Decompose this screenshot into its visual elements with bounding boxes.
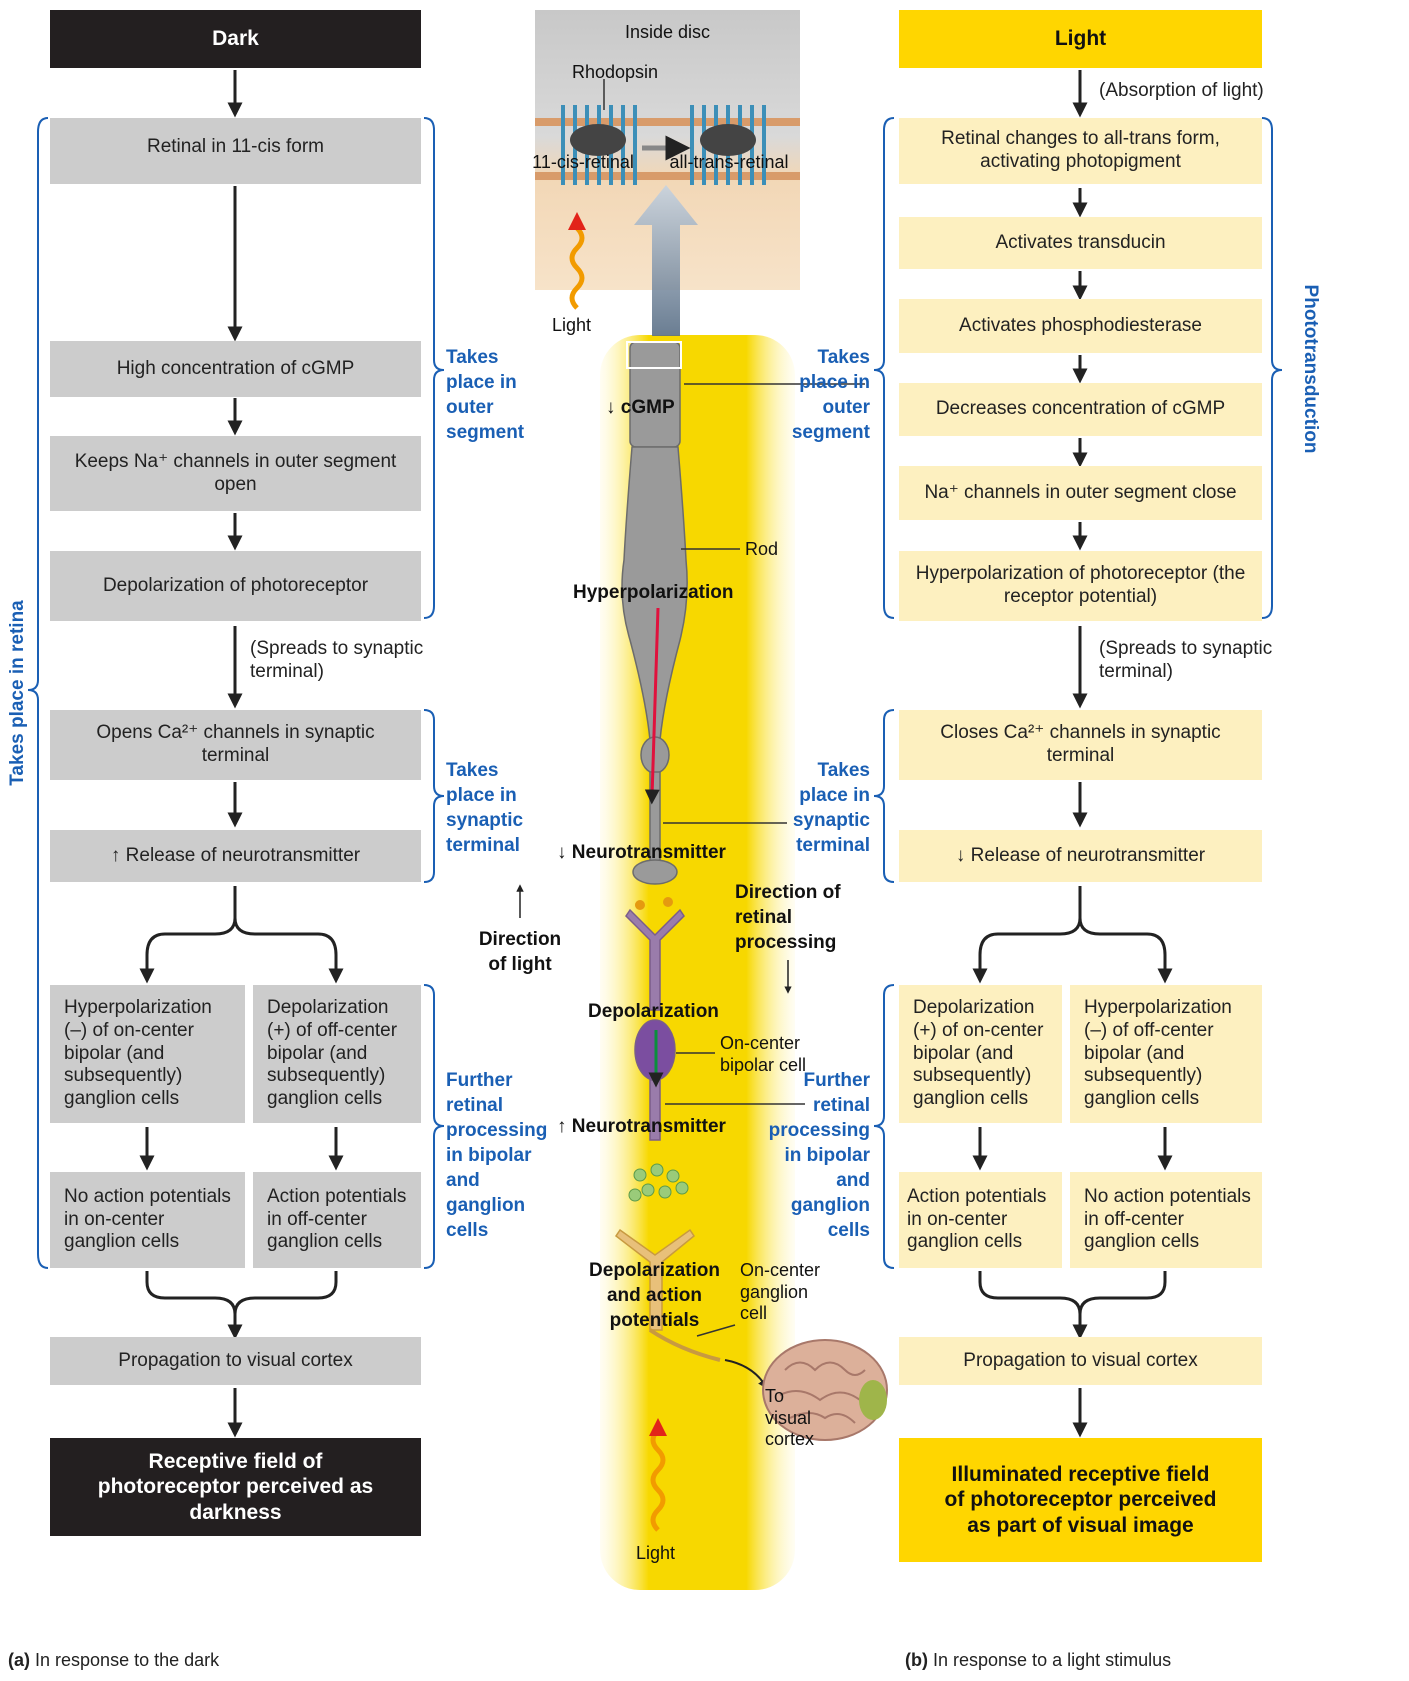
light-hyper-photoreceptor-box: Hyperpolarization of photoreceptor (the … bbox=[899, 551, 1262, 621]
neurotransmitter-up-label: ↑ Neurotransmitter bbox=[557, 1116, 726, 1137]
inside-disc-label: Inside disc bbox=[624, 22, 711, 42]
depolarization-label: Depolarization bbox=[588, 1001, 719, 1022]
dark-caption: (a) In response to the dark bbox=[8, 1650, 219, 1672]
light-ap-on-center-box: Action potentials in on-center ganglion … bbox=[899, 1172, 1062, 1268]
dark-release-nt-box: ↑ Release of neurotransmitter bbox=[50, 830, 421, 882]
light-caption: (b) In response to a light stimulus bbox=[905, 1650, 1171, 1672]
cis-retinal-label: 11-cis-retinal bbox=[532, 152, 634, 172]
light-na-close-box: Na⁺ channels in outer segment close bbox=[899, 466, 1262, 520]
dark-retinal-cis-text: Retinal in 11-cis form bbox=[146, 136, 325, 157]
direction-of-light-label: Direction of light bbox=[478, 929, 562, 975]
dark-depol-photoreceptor-box: Depolarization of photoreceptor bbox=[50, 551, 421, 621]
cgmp-label: ↓ cGMP bbox=[606, 397, 675, 418]
direction-of-processing-label: Direction of retinal processing bbox=[735, 882, 841, 953]
dark-header: Dark bbox=[50, 10, 421, 68]
right-further-processing-label: Further retinal processing in bipolar an… bbox=[768, 1070, 870, 1241]
light-spreads-label: (Spreads to synaptic terminal) bbox=[1099, 638, 1273, 682]
right-synaptic-terminal-label: Takes place in synaptic terminal bbox=[792, 760, 870, 856]
absorption-label: (Absorption of light) bbox=[1099, 80, 1264, 101]
light-depol-on-center-box: Depolarization (+) of on-center bipolar … bbox=[899, 985, 1062, 1123]
light-result-box: Illuminated receptive field of photorece… bbox=[899, 1438, 1262, 1562]
dark-caption-label: (a) bbox=[8, 1650, 30, 1670]
hyperpolarization-label: Hyperpolarization bbox=[573, 582, 734, 603]
left-outer-segment-label: Takes place in outer segment bbox=[446, 347, 525, 443]
rhodopsin-label: Rhodopsin bbox=[571, 62, 659, 82]
dark-depol-off-center-box: Depolarization (+) of off-center bipolar… bbox=[253, 985, 421, 1123]
depol-action-potentials-label: Depolarization and action potentials bbox=[589, 1260, 720, 1331]
trans-retinal-label: all-trans-retinal bbox=[669, 152, 789, 172]
brackets bbox=[27, 117, 1283, 1269]
rod-label: Rod bbox=[745, 539, 779, 559]
light-release-nt-box: ↓ Release of neurotransmitter bbox=[899, 830, 1262, 882]
dark-ap-off-center-box: Action potentials in off-center ganglion… bbox=[253, 1172, 421, 1268]
light-decrease-cgmp-box: Decreases concentration of cGMP bbox=[899, 383, 1262, 436]
dark-retinal-cis-box: Retinal in 11-cis form bbox=[50, 118, 421, 184]
phototransduction-label: Phototransduction bbox=[1300, 284, 1321, 454]
takes-place-in-retina-label: Takes place in retina bbox=[7, 600, 28, 786]
light-ca-close-box: Closes Ca²⁺ channels in synaptic termina… bbox=[899, 710, 1262, 780]
dark-spreads-label: (Spreads to synaptic terminal) bbox=[250, 638, 424, 682]
light-pde-box: Activates phosphodiesterase bbox=[899, 299, 1262, 353]
light-transducin-box: Activates transducin bbox=[899, 217, 1262, 269]
light-top-label: Light bbox=[552, 315, 592, 335]
neurotransmitter-down-label: ↓ Neurotransmitter bbox=[557, 842, 726, 863]
dark-na-open-box: Keeps Na⁺ channels in outer segment open bbox=[50, 436, 421, 511]
ganglion-cell bbox=[614, 1228, 721, 1362]
dark-propagation-box: Propagation to visual cortex bbox=[50, 1337, 421, 1385]
zoom-arrow bbox=[634, 185, 698, 336]
light-caption-label: (b) bbox=[905, 1650, 928, 1670]
right-outer-segment-label: Takes place in outer segment bbox=[791, 347, 870, 443]
dark-result-box: Receptive field of photoreceptor perceiv… bbox=[50, 1438, 421, 1536]
to-visual-cortex-label: To visual cortex bbox=[765, 1386, 815, 1450]
dark-high-cgmp-box: High concentration of cGMP bbox=[50, 341, 421, 397]
light-hyper-off-center-box: Hyperpolarization (–) of off-center bipo… bbox=[1070, 985, 1262, 1123]
on-center-ganglion-label: On-center ganglion cell bbox=[740, 1260, 821, 1324]
on-center-bipolar-label: On-center bipolar cell bbox=[720, 1033, 807, 1075]
left-further-processing-label: Further retinal processing in bipolar an… bbox=[446, 1070, 548, 1241]
light-caption-text: In response to a light stimulus bbox=[933, 1650, 1172, 1670]
light-no-ap-off-center-box: No action potentials in off-center gangl… bbox=[1070, 1172, 1262, 1268]
dark-ca-open-box: Opens Ca²⁺ channels in synaptic terminal bbox=[50, 710, 421, 780]
disc-marker-box bbox=[626, 341, 682, 369]
brain-image bbox=[762, 1339, 888, 1441]
light-header: Light bbox=[899, 10, 1262, 68]
dark-caption-text: In response to the dark bbox=[35, 1650, 220, 1670]
light-propagation-box: Propagation to visual cortex bbox=[899, 1337, 1262, 1385]
dark-hyper-on-center-box: Hyperpolarization (–) of on-center bipol… bbox=[50, 985, 245, 1123]
dark-no-ap-on-center-box: No action potentials in on-center gangli… bbox=[50, 1172, 245, 1268]
vesicles bbox=[628, 1163, 689, 1202]
left-synaptic-terminal-label: Takes place in synaptic terminal bbox=[446, 760, 524, 856]
light-wave-bottom bbox=[650, 1428, 666, 1532]
light-wave-top bbox=[569, 226, 585, 310]
light-bottom-label: Light bbox=[636, 1543, 676, 1563]
light-retinal-trans-box: Retinal changes to all-trans form, activ… bbox=[899, 118, 1262, 184]
